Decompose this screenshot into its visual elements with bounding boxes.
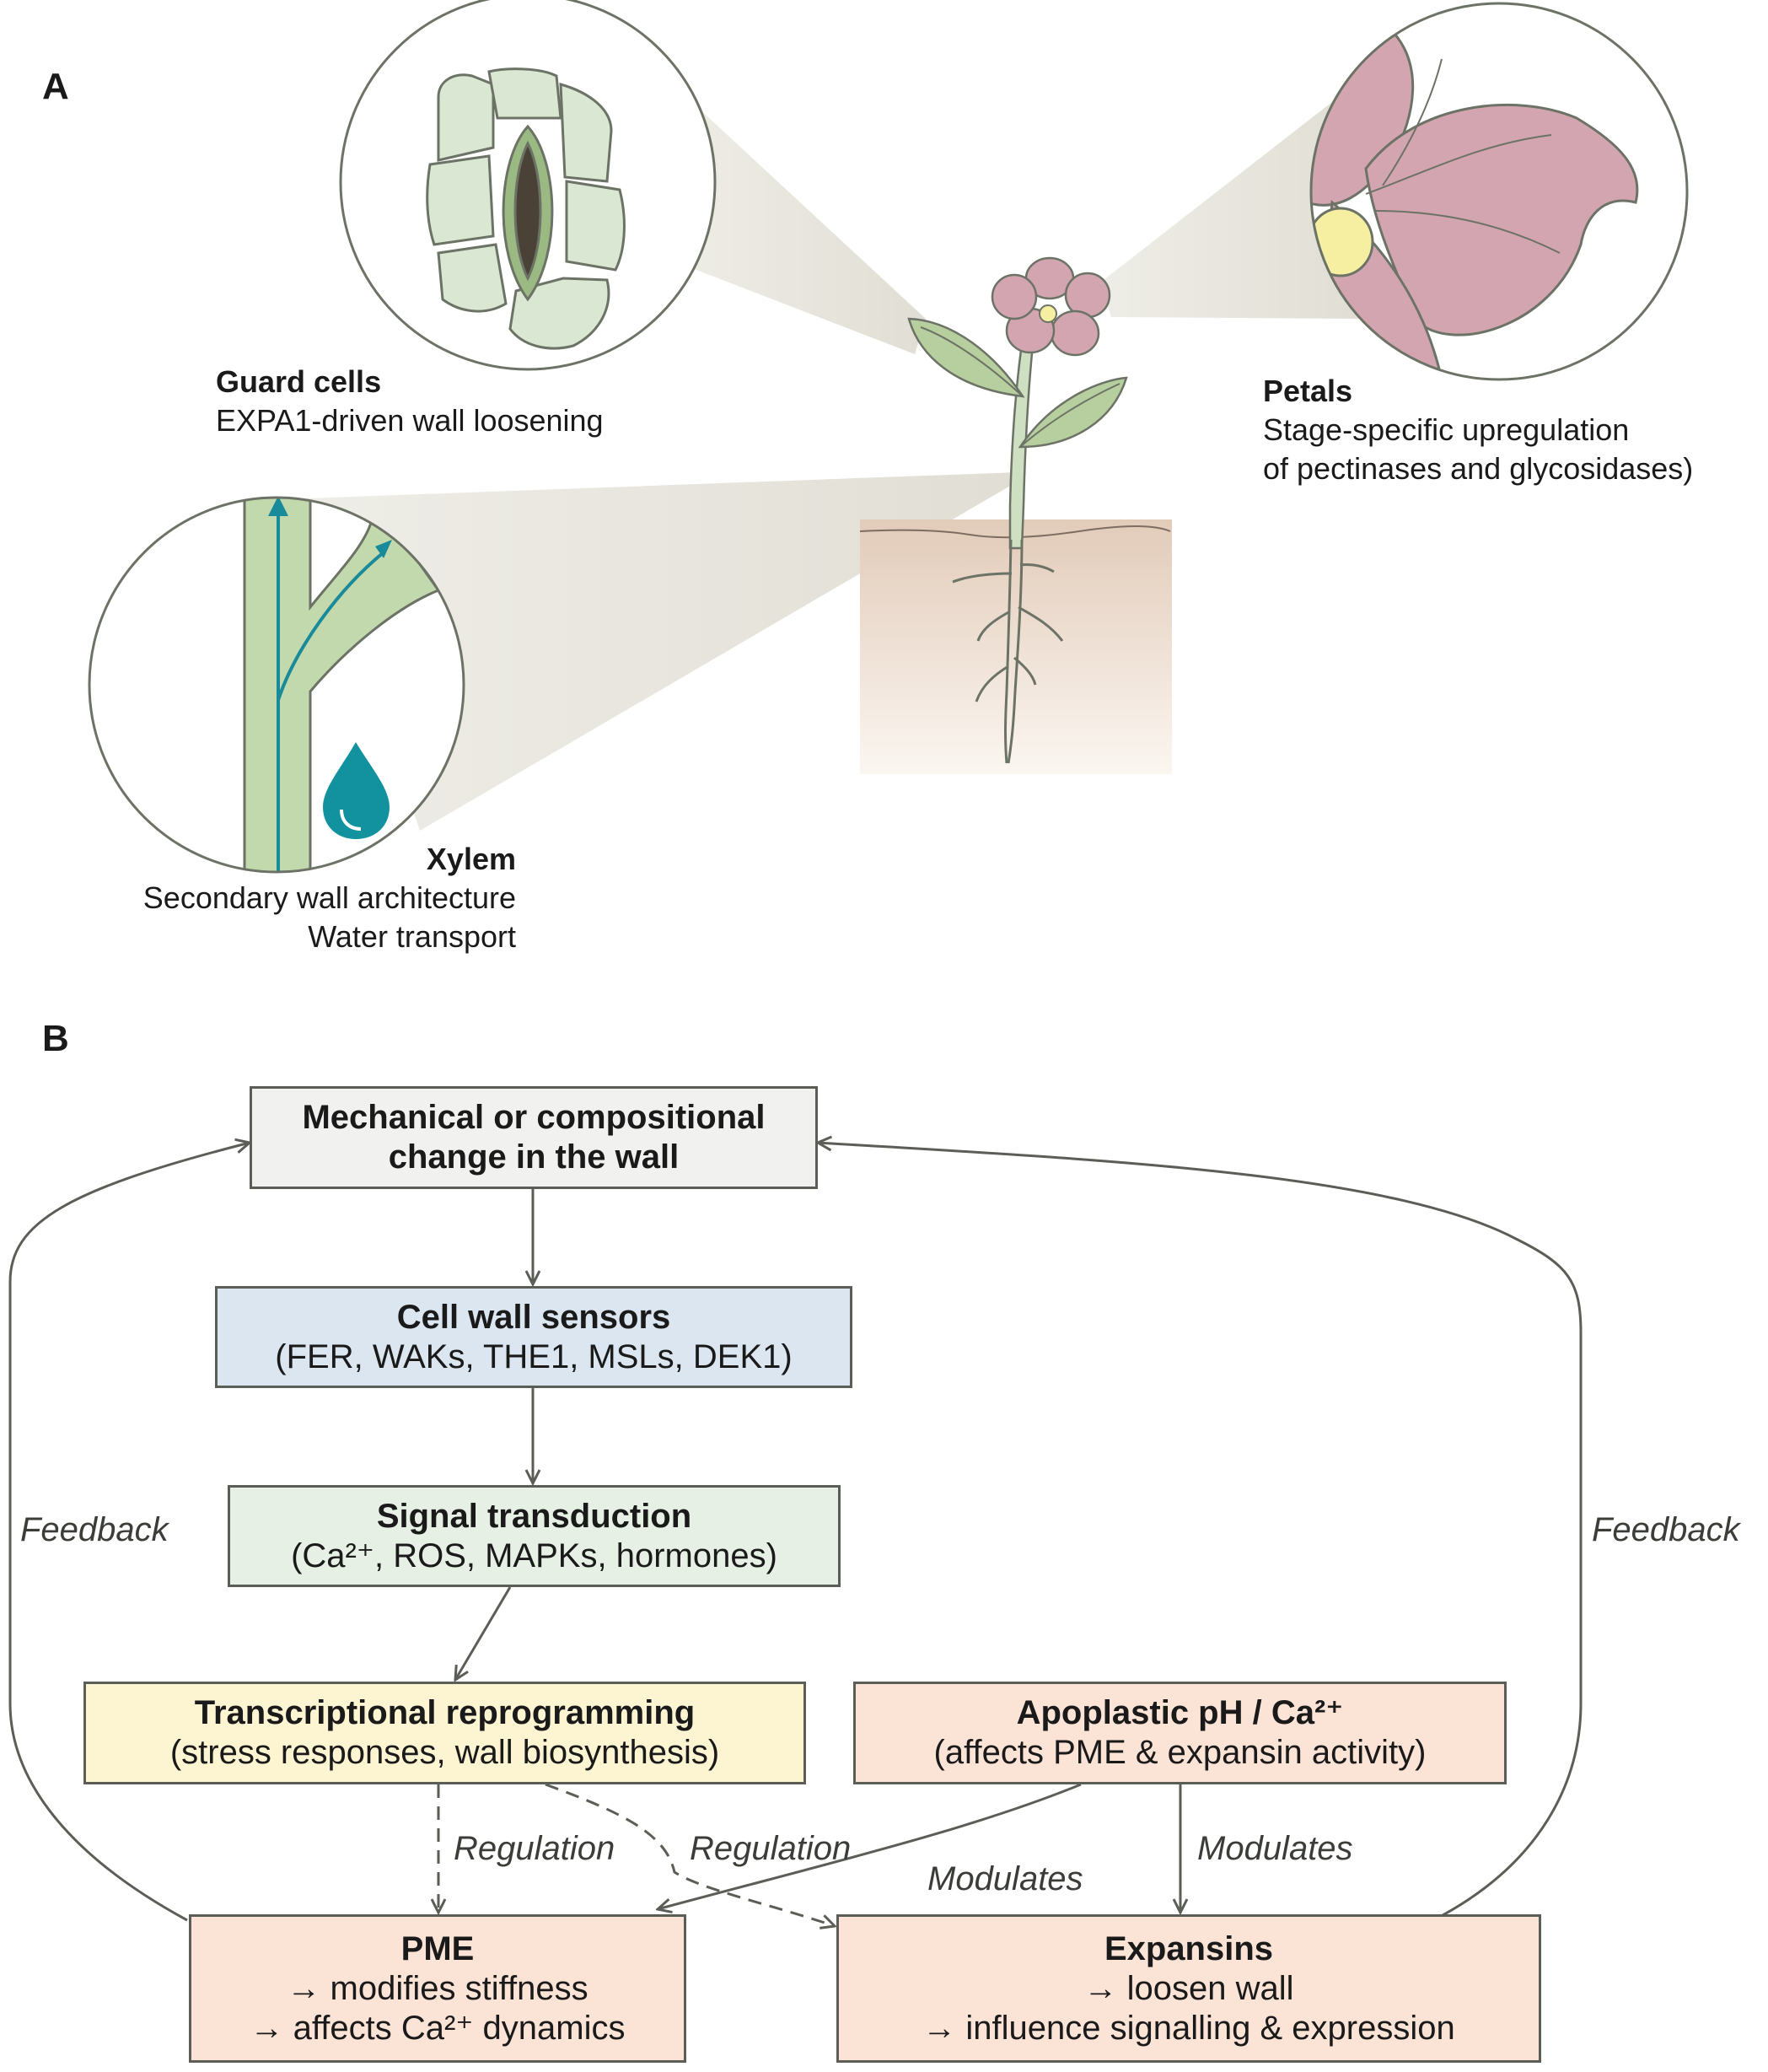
- mechanical-change-title-line1: Mechanical or compositional: [302, 1099, 766, 1136]
- guard-cells-zoom-cone: [674, 106, 926, 354]
- apoplastic-ph-detail: (affects PME & expansin activity): [933, 1734, 1427, 1771]
- modulates-label-right: Modulates: [1197, 1830, 1353, 1867]
- arrow-signal-to-transcriptional: [455, 1586, 512, 1680]
- pme-box: PME → modifies stiffness → affects Ca²⁺ …: [189, 1914, 686, 2063]
- modulates-label-left: Modulates: [927, 1860, 1083, 1897]
- expansins-box: Expansins → loosen wall → influence sign…: [836, 1914, 1541, 2063]
- xylem-callout: Xylem Secondary wall architecture Water …: [84, 840, 516, 956]
- regulation-label-left: Regulation: [454, 1830, 615, 1867]
- guard-cells-callout: Guard cells EXPA1-driven wall loosening: [216, 363, 604, 440]
- plant-illustration: [907, 256, 1128, 764]
- soil-block: [859, 519, 1172, 774]
- petals-description-line2: of pectinases and glycosidases): [1263, 451, 1694, 486]
- arrow-regulation-to-expansins: [545, 1783, 835, 1926]
- xylem-zoom-circle: [88, 496, 465, 874]
- cell-wall-sensors-list: (FER, WAKs, THE1, MSLs, DEK1): [275, 1337, 793, 1375]
- arrow-feedback-right: [818, 1143, 1583, 1922]
- petals-callout: Petals Stage-specific upregulation of pe…: [1263, 372, 1693, 488]
- mechanical-change-box: Mechanical or compositional change in th…: [250, 1086, 818, 1189]
- xylem-zoom-cone: [307, 472, 1022, 831]
- pme-title: PME: [400, 1929, 475, 1967]
- guard-cells-title: Guard cells: [216, 364, 382, 399]
- signal-transduction-list: (Ca²⁺, ROS, MAPKs, hormones): [291, 1537, 777, 1574]
- expansins-title: Expansins: [1104, 1929, 1274, 1967]
- transcriptional-reprogramming-detail: (stress responses, wall biosynthesis): [169, 1734, 720, 1771]
- mechanical-change-title-line2: change in the wall: [388, 1138, 680, 1176]
- transcriptional-reprogramming-title: Transcriptional reprogramming: [194, 1694, 696, 1731]
- cell-wall-sensors-box: Cell wall sensors (FER, WAKs, THE1, MSLs…: [215, 1286, 852, 1388]
- expansins-effect-2: → influence signalling & expression: [922, 2009, 1455, 2047]
- xylem-title: Xylem: [426, 842, 516, 876]
- signal-transduction-box: Signal transduction (Ca²⁺, ROS, MAPKs, h…: [228, 1485, 841, 1587]
- regulation-label-right: Regulation: [690, 1830, 852, 1867]
- guard-cells-zoom-circle: [339, 0, 717, 371]
- water-drop-icon: [323, 742, 390, 839]
- feedback-label-right: Feedback: [1592, 1511, 1740, 1548]
- apoplastic-ph-box: Apoplastic pH / Ca²⁺ (affects PME & expa…: [853, 1682, 1507, 1784]
- expansins-effect-1: → loosen wall: [1083, 1969, 1294, 2007]
- pme-effect-2: → affects Ca²⁺ dynamics: [250, 2009, 626, 2047]
- arrow-feedback-left: [8, 1143, 250, 1922]
- xylem-description-line1: Secondary wall architecture: [142, 880, 516, 915]
- petals-description-line1: Stage-specific upregulation: [1263, 412, 1630, 447]
- arrow-apoplastic-to-pme: [658, 1783, 1082, 1909]
- petals-title: Petals: [1263, 374, 1353, 408]
- panel-a-label: A: [42, 66, 69, 107]
- petals-zoom-circle: [1309, 2, 1689, 381]
- transcriptional-reprogramming-box: Transcriptional reprogramming (stress re…: [83, 1682, 806, 1784]
- apoplastic-ph-title: Apoplastic pH / Ca²⁺: [1016, 1694, 1344, 1731]
- xylem-description-line2: Water transport: [308, 919, 516, 954]
- guard-cells-description: EXPA1-driven wall loosening: [216, 403, 604, 438]
- feedback-label-left: Feedback: [20, 1511, 169, 1548]
- panel-b-label: B: [42, 1018, 69, 1059]
- signal-transduction-title: Signal transduction: [376, 1497, 692, 1535]
- pme-effect-1: → modifies stiffness: [287, 1969, 588, 2007]
- petals-zoom-cone: [1100, 99, 1359, 319]
- cell-wall-sensors-title: Cell wall sensors: [396, 1298, 671, 1336]
